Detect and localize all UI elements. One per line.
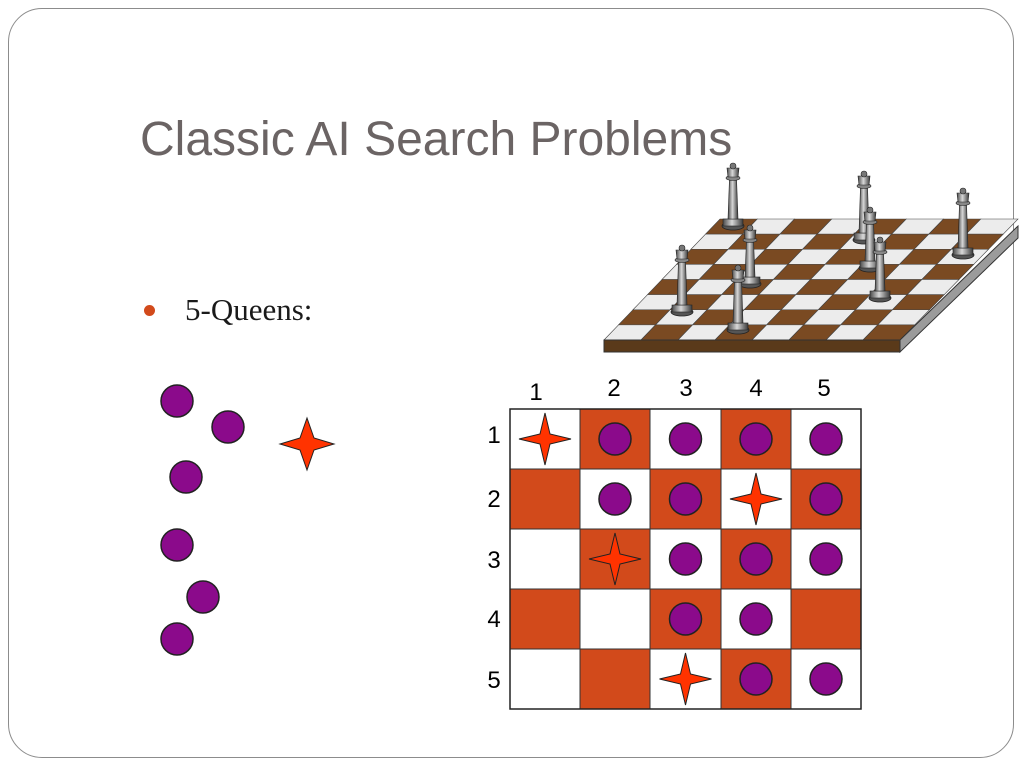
- row-label: 1: [487, 422, 500, 449]
- chess-pieces: [670, 162, 975, 335]
- column-label: 3: [679, 375, 692, 402]
- bullet-item: 5-Queens:: [144, 292, 312, 328]
- queen-piece: [668, 422, 703, 456]
- queen-piece: [809, 422, 843, 456]
- star-piece: [518, 412, 572, 466]
- chessboard-squares: [603, 218, 1019, 341]
- queen-piece: [169, 460, 203, 494]
- queen-piece: [809, 542, 843, 576]
- chess-queen-piece: [721, 162, 745, 231]
- chessboard-side-front: [603, 339, 901, 353]
- board-cell-light: [509, 528, 581, 590]
- column-label: 1: [529, 379, 542, 406]
- column-label: 5: [817, 375, 830, 402]
- slide-title: Classic AI Search Problems: [140, 113, 733, 166]
- queen-piece: [160, 622, 194, 656]
- star-piece: [659, 652, 712, 706]
- chess-queen-piece: [858, 206, 882, 273]
- queen-piece: [598, 422, 632, 456]
- chess-queen-piece: [868, 236, 892, 303]
- queen-piece: [668, 542, 703, 576]
- board-cell-dark: [790, 588, 862, 650]
- queen-piece: [598, 482, 632, 516]
- chess-queen-piece: [670, 244, 694, 317]
- board-pieces: [518, 412, 843, 706]
- queen-piece: [160, 384, 194, 418]
- queen-piece: [739, 662, 773, 696]
- row-label: 2: [487, 486, 500, 513]
- board-cell-light: [579, 588, 651, 650]
- board-cell-dark: [509, 468, 581, 530]
- queens-board: 1 2 3 4 5 1 2 3 4 5: [487, 375, 862, 710]
- queen-piece: [739, 542, 773, 576]
- queen-piece: [668, 482, 703, 516]
- queen-piece: [739, 602, 773, 636]
- chessboard-side-right: [899, 224, 1019, 354]
- board-cell-dark: [579, 648, 651, 710]
- row-label: 5: [487, 667, 500, 694]
- queen-piece: [809, 482, 843, 516]
- chess-queen-piece: [726, 264, 750, 335]
- queen-piece: [211, 410, 245, 444]
- loose-pieces: [160, 384, 336, 656]
- board-border: [509, 408, 862, 710]
- queen-piece: [186, 580, 220, 614]
- row-label: 4: [487, 606, 500, 633]
- queen-piece: [739, 422, 773, 456]
- star-piece: [729, 472, 783, 526]
- bullet-text: 5-Queens:: [185, 292, 313, 327]
- queen-piece: [809, 662, 843, 696]
- queen-piece: [160, 528, 194, 562]
- star-piece: [278, 416, 336, 472]
- queen-piece: [668, 602, 703, 636]
- column-label: 2: [607, 375, 620, 402]
- chess-queen-piece: [951, 187, 975, 260]
- board-cell-dark: [509, 588, 581, 650]
- chess-queen-piece: [738, 224, 762, 289]
- bullet-dot: [144, 304, 155, 316]
- chessboard-3d: [603, 162, 1019, 354]
- board-cell-light: [509, 648, 581, 710]
- star-piece: [588, 532, 642, 586]
- row-label: 3: [487, 547, 500, 574]
- column-label: 4: [749, 375, 762, 402]
